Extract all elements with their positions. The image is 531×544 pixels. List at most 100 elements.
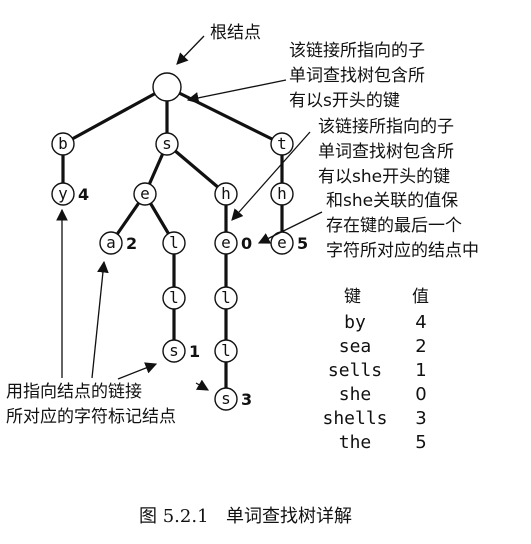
node-char: e (277, 233, 287, 252)
table-value: 2 (415, 336, 426, 357)
table-key: shells (322, 408, 387, 429)
node-value: 1 (189, 342, 200, 361)
trie-node-sel-l: l (162, 231, 186, 255)
node-char: s (169, 341, 179, 360)
node-char: t (277, 134, 287, 153)
node-circle (214, 387, 238, 411)
trie-link (165, 85, 284, 146)
node-circle (51, 132, 75, 156)
trie-node-b: b (51, 132, 75, 156)
value-note-line: 存在键的最后一个 (326, 216, 462, 236)
value-note-line: 和she关联的值保 (326, 191, 458, 211)
node-circle (214, 286, 238, 310)
table-key: she (339, 384, 372, 405)
table-value: 5 (415, 432, 426, 453)
node-char: e (221, 233, 231, 252)
table-value: 4 (415, 312, 426, 333)
value-note-arrow (257, 211, 323, 244)
node-value: 4 (78, 185, 89, 204)
trie-node-shell-l: l (214, 339, 238, 363)
table-value: 1 (415, 360, 426, 381)
trie-link (165, 142, 228, 196)
node-circle (99, 231, 123, 255)
char-note: 用指向结点的链接 所对应的字符标记结点 (6, 382, 176, 427)
node-circle (51, 182, 75, 206)
trie-node-sell-l: l (162, 286, 186, 310)
link-s-note-line: 该链接所指向的子 (289, 41, 425, 61)
root-label-arrow (176, 35, 205, 65)
node-char: h (277, 184, 287, 203)
node-value: 0 (241, 234, 252, 253)
node-circle (162, 231, 186, 255)
char-note-arrow-a (91, 260, 109, 379)
table-key: sea (339, 336, 372, 357)
trie-node-th-h: h (270, 182, 294, 206)
node-char: a (106, 233, 116, 252)
link-s-note-line: 有以s开头的键 (289, 91, 400, 111)
root-label: 根结点 (210, 23, 261, 43)
char-note-line: 用指向结点的链接 (6, 382, 142, 402)
node-char: e (140, 184, 150, 203)
node-char: l (221, 288, 231, 307)
trie-node-root (152, 72, 182, 102)
node-circle (214, 231, 238, 255)
node-circle (133, 182, 157, 206)
key-value-table: 键 值 by 4 sea 2 sells 1 she 0 shells 3 the 5 (322, 287, 429, 453)
figure-title: 单词查找树详解 (226, 506, 352, 527)
node-circle (270, 182, 294, 206)
node-circle (152, 72, 182, 102)
table-key: by (344, 312, 366, 333)
link-s-arrow (186, 79, 287, 104)
node-char: b (58, 134, 68, 153)
trie-link (61, 85, 169, 146)
table-rows: by 4 sea 2 sells 1 she 0 shells 3 the 5 (322, 312, 426, 453)
node-circle (214, 339, 238, 363)
node-char: l (221, 341, 231, 360)
link-s-note-line: 单词查找树包含所 (289, 66, 425, 86)
link-she-note: 该链接所指向的子 单词查找树包含所 有以she开头的键 (318, 117, 454, 187)
link-she-arrow (231, 131, 311, 221)
node-circle (162, 286, 186, 310)
table-key: the (339, 432, 372, 453)
trie-node-shel-l: l (214, 286, 238, 310)
link-s-note: 该链接所指向的子 单词查找树包含所 有以s开头的键 (289, 41, 425, 111)
char-note-arrow-s (117, 362, 158, 380)
node-char: s (221, 389, 231, 408)
table-value: 3 (415, 408, 426, 429)
link-she-note-line: 单词查找树包含所 (318, 142, 454, 162)
trie-node-s: s (155, 132, 179, 156)
value-note: 和she关联的值保 存在键的最后一个 字符所对应的结点中 (326, 191, 479, 261)
node-char: h (221, 184, 231, 203)
link-she-note-line: 有以she开头的键 (318, 167, 450, 187)
node-circle (162, 339, 186, 363)
node-value: 5 (297, 234, 308, 253)
trie-node-se-e: e (133, 182, 157, 206)
table-header-value: 值 (412, 287, 429, 307)
node-char: y (58, 184, 68, 203)
value-note-line: 字符所对应的结点中 (326, 241, 479, 261)
table-value: 0 (415, 384, 426, 405)
node-char: l (169, 288, 179, 307)
node-circle (155, 132, 179, 156)
node-value: 3 (241, 390, 252, 409)
table-key: sells (328, 360, 382, 381)
node-circle (214, 182, 238, 206)
char-note-arrow-shells (195, 379, 210, 391)
char-note-line: 所对应的字符标记结点 (6, 407, 176, 427)
node-char: s (162, 134, 172, 153)
node-value: 2 (126, 234, 137, 253)
node-char: l (169, 233, 179, 252)
trie-node-t: t (270, 132, 294, 156)
figure-number: 图 5.2.1 (139, 506, 209, 527)
table-header-key: 键 (344, 287, 361, 307)
link-she-note-line: 该链接所指向的子 (318, 117, 454, 137)
trie-node-sh-h: h (214, 182, 238, 206)
